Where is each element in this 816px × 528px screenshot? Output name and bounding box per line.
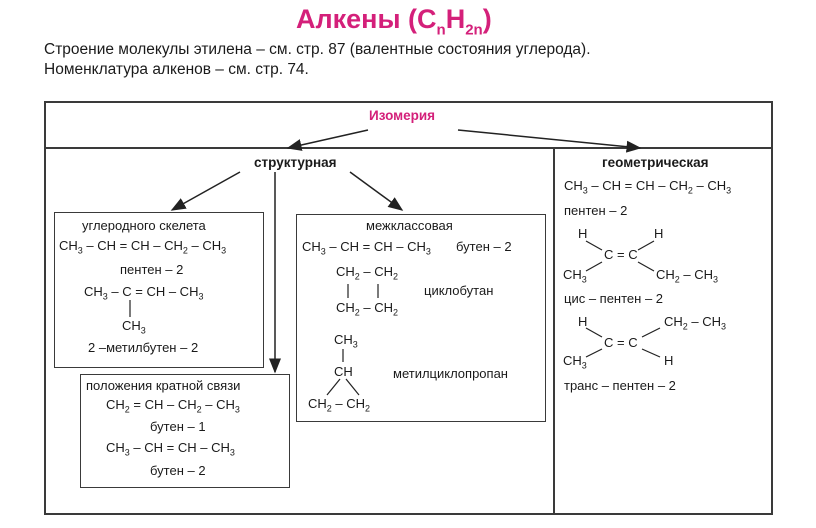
methylcyclopropane-methyl: CH3 — [334, 332, 358, 350]
trans-ethyl: CH2 – CH3 — [664, 314, 727, 332]
geometric-formula-pentene: CH3 – CH = CH – CH2 – CH3 — [564, 178, 732, 196]
cyclopropane-bond-right — [345, 378, 360, 396]
cyclopropane-bond-left — [326, 378, 341, 396]
page-title: Алкены (CnH2n) — [296, 4, 492, 39]
intro-line-ethylene: Строение молекулы этилена – см. стр. 87 … — [44, 41, 591, 58]
cis-bond-h-left — [585, 240, 603, 251]
cis-bond-ethyl — [637, 261, 655, 272]
skeleton-formula-methylbutene: CH3 – C = CH – CH3 — [84, 284, 204, 302]
trans-double-bond: C = C — [604, 335, 638, 350]
cis-ethyl: CH2 – CH3 — [656, 267, 719, 285]
cis-ch3: CH3 — [563, 267, 587, 285]
interclass-box — [296, 214, 546, 422]
cis-h-right: H — [654, 226, 664, 241]
trans-name: транс – пентен – 2 — [564, 378, 676, 393]
structural-label: структурная — [254, 155, 337, 170]
arrow-to-geometric — [457, 129, 642, 153]
geometric-label: геометрическая — [602, 155, 709, 170]
interclass-formula-butene2: CH3 – CH = CH – CH3 — [302, 239, 431, 257]
intro-line-nomenclature: Номенклатура алкенов – см. стр. 74. — [44, 61, 309, 78]
cis-double-bond: C = C — [604, 247, 638, 262]
section-divider — [553, 148, 555, 514]
skeleton-name-pentene: пентен – 2 — [120, 262, 184, 277]
trans-h-left: H — [578, 314, 588, 329]
trans-bond-ethyl — [641, 327, 661, 338]
trans-bond-h-left — [585, 327, 603, 338]
interclass-label: межклассовая — [366, 218, 453, 233]
position-formula-butene1: CH2 = CH – CH2 – CH3 — [106, 397, 240, 415]
position-formula-butene2: CH3 – CH = CH – CH3 — [106, 440, 235, 458]
arrow-to-interclass — [349, 171, 404, 211]
methylcyclopropane-ring-base: CH2 – CH2 — [308, 396, 371, 414]
arrow-to-structural — [286, 129, 369, 151]
arrow-to-skeleton — [170, 171, 241, 211]
skeleton-box — [54, 212, 264, 368]
cis-h-left: H — [578, 226, 588, 241]
position-label: положения кратной связи — [86, 378, 241, 393]
interclass-name-butene2: бутен – 2 — [456, 239, 512, 254]
isomery-label: Изомерия — [369, 108, 436, 123]
cyclobutane-bottom: CH2 – CH2 — [336, 300, 399, 318]
skeleton-methyl-group: CH3 — [122, 318, 146, 336]
skeleton-formula-pentene: CH3 – CH = CH – CH2 – CH3 — [59, 238, 227, 256]
trans-bond-ch3 — [585, 348, 603, 358]
isomery-header-band — [44, 101, 773, 149]
cis-bond-ch3 — [585, 261, 603, 272]
trans-h-right: H — [664, 353, 674, 368]
position-box — [80, 374, 290, 488]
cis-bond-h-right — [637, 240, 655, 251]
trans-bond-h-right — [641, 348, 661, 358]
cyclobutane-name: циклобутан — [424, 283, 494, 298]
cyclobutane-top: CH2 – CH2 — [336, 264, 399, 282]
skeleton-name-methylbutene: 2 –метилбутен – 2 — [88, 340, 199, 355]
cis-name: цис – пентен – 2 — [564, 291, 664, 306]
trans-ch3: CH3 — [563, 353, 587, 371]
geometric-name-pentene: пентен – 2 — [564, 203, 628, 218]
methylcyclopropane-name: метилциклопропан — [393, 366, 508, 381]
position-name-butene1: бутен – 1 — [150, 419, 206, 434]
methylcyclopropane-ch: CH — [334, 364, 353, 379]
skeleton-label: углеродного скелета — [82, 218, 206, 233]
position-name-butene2: бутен – 2 — [150, 463, 206, 478]
